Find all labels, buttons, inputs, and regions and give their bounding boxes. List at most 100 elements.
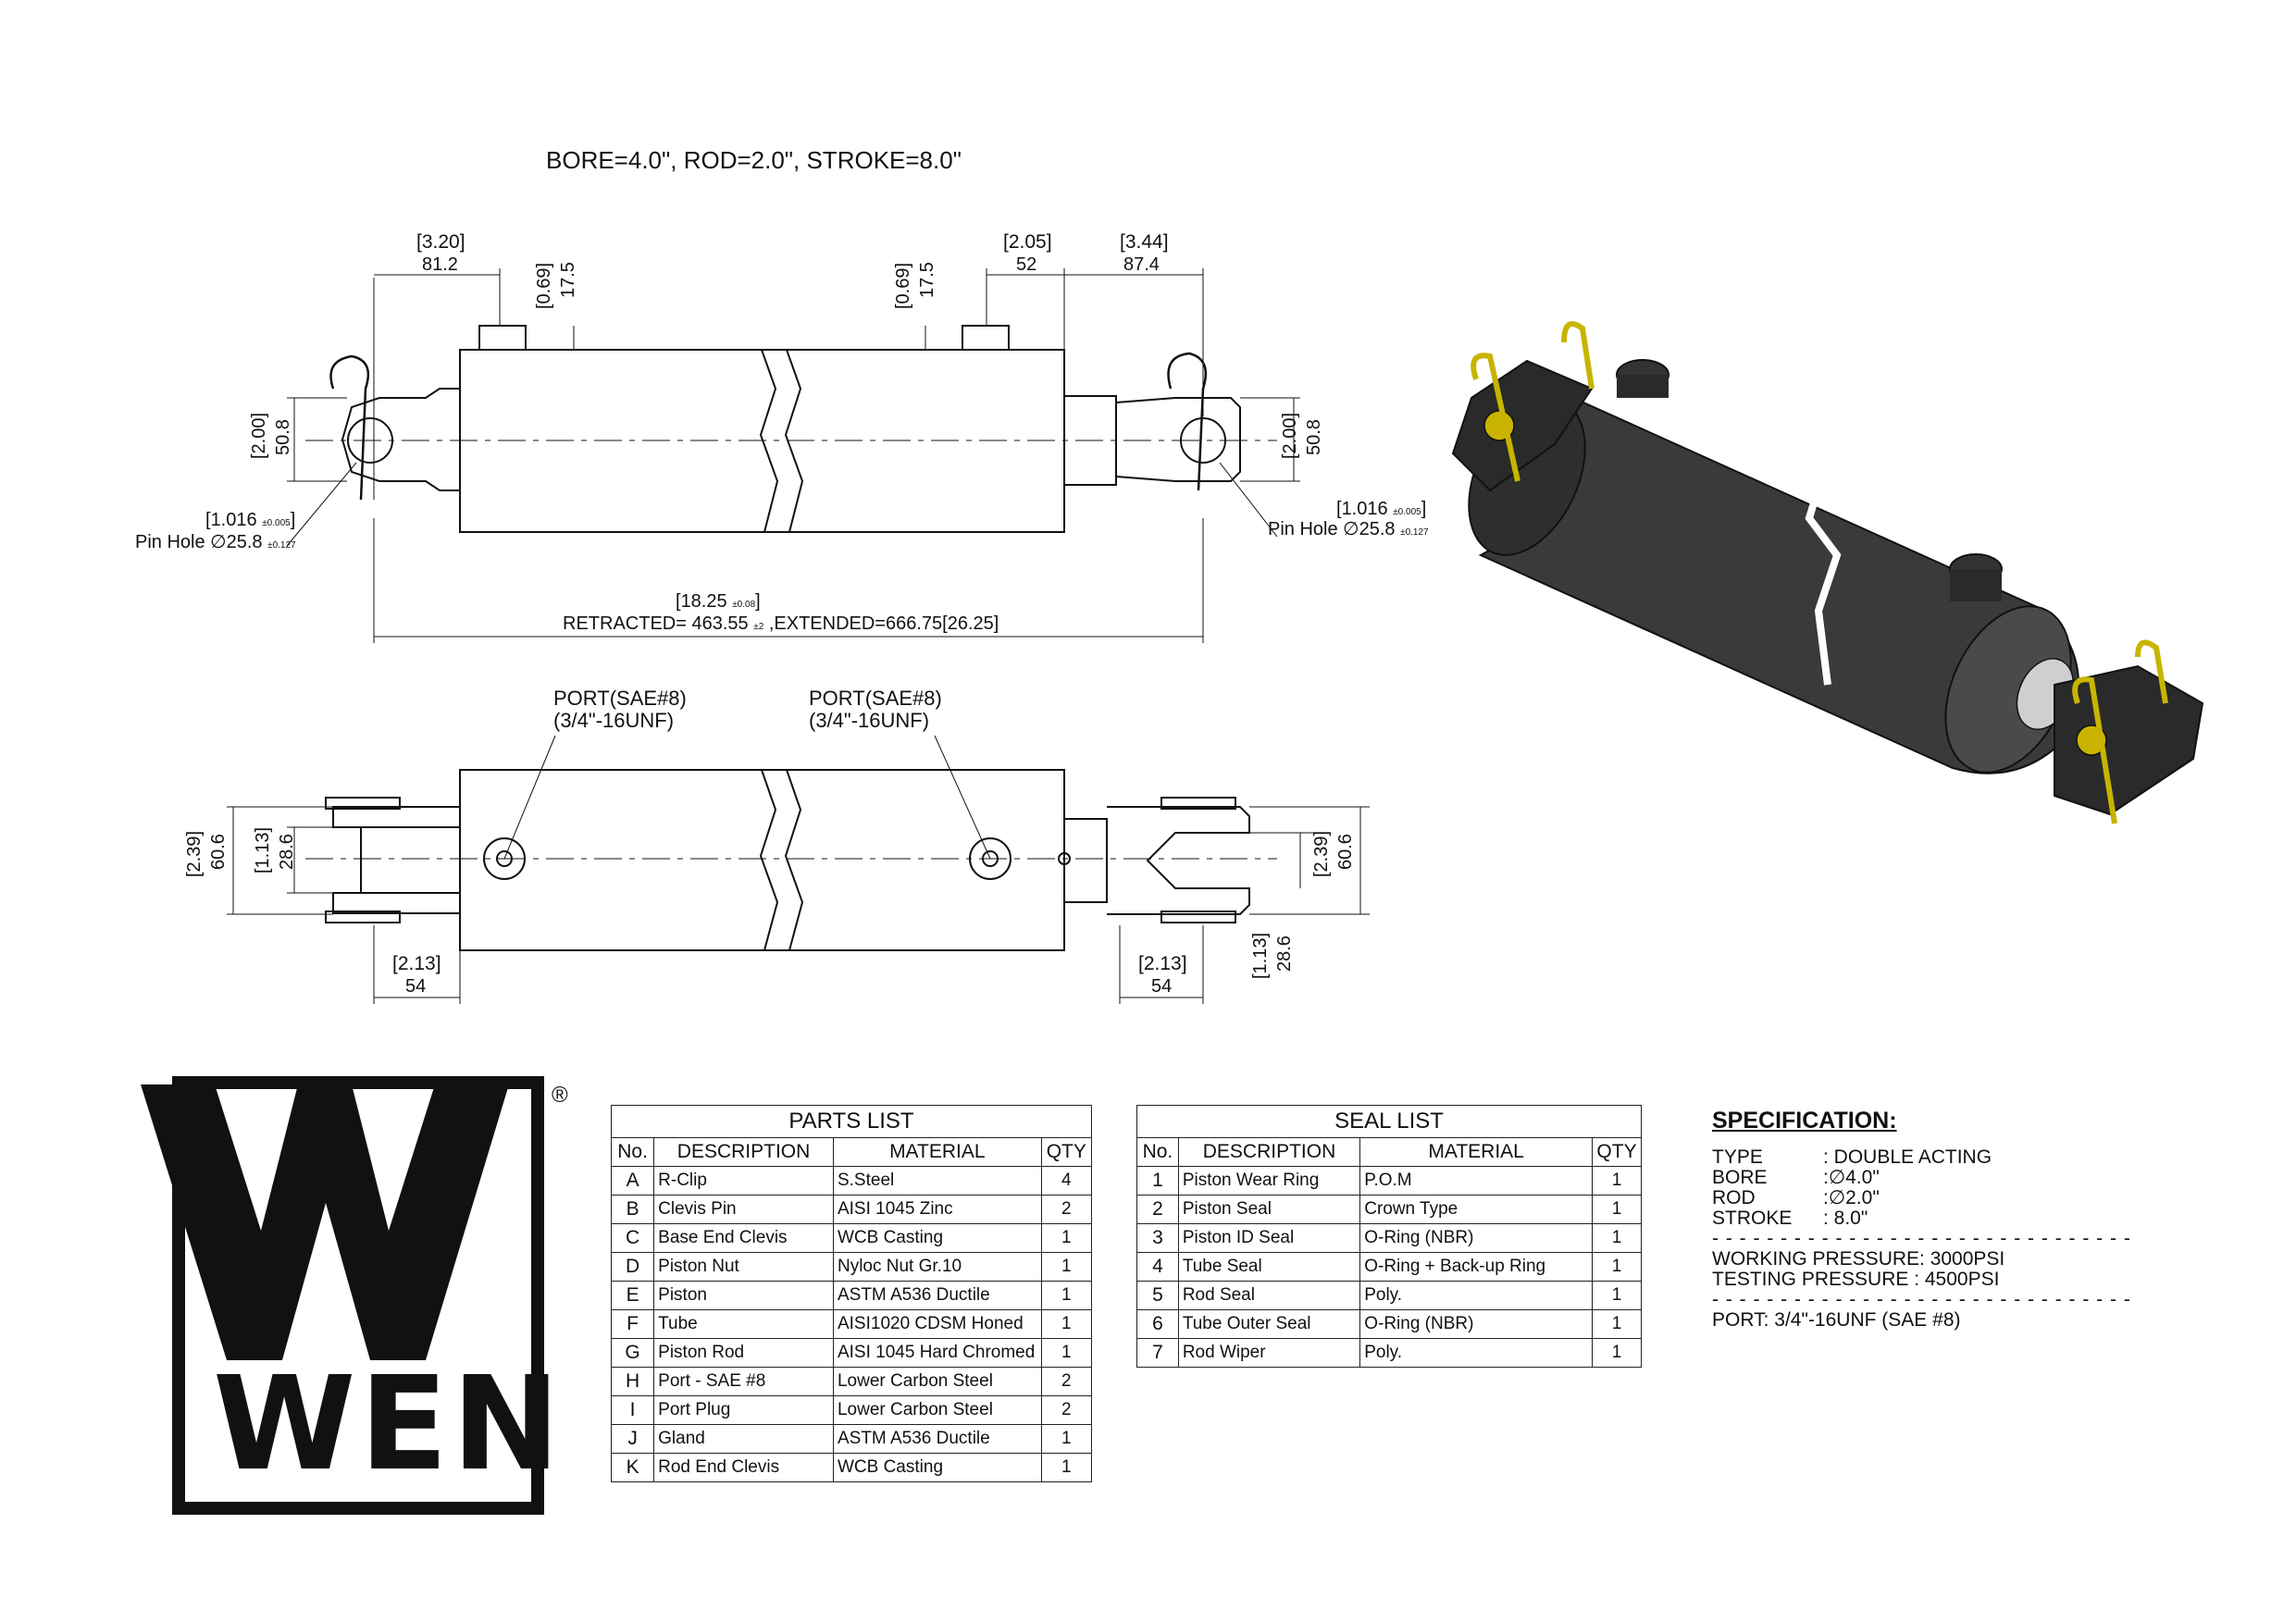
dim-height-in-right: [2.00]: [1280, 412, 1300, 459]
pin-in-left: [1.016 ±0.005]: [205, 510, 296, 530]
parts-cell-material: ASTM A536 Ductile: [832, 1281, 1042, 1310]
seal-header-no: No.: [1136, 1137, 1179, 1167]
spec-row: STROKE : 8.0": [1712, 1208, 2131, 1229]
parts-cell-no: B: [610, 1195, 655, 1224]
parts-cell-description: Rod End Clevis: [653, 1453, 834, 1482]
dim-height-mm-left: 50.8: [273, 419, 293, 455]
parts-header-material: MATERIAL: [832, 1137, 1042, 1167]
seal-cell-description: Piston ID Seal: [1177, 1223, 1361, 1253]
seal-cell-qty: 1: [1592, 1166, 1642, 1196]
parts-cell-no: F: [610, 1309, 655, 1339]
dim-port-h-in-left: [0.69]: [534, 262, 554, 309]
parts-cell-qty: 1: [1040, 1309, 1093, 1339]
parts-cell-no: I: [610, 1395, 655, 1425]
spec-title: SPECIFICATION:: [1712, 1108, 1897, 1134]
parts-cell-description: Tube: [653, 1309, 834, 1339]
spec-value: :∅4.0": [1823, 1167, 1880, 1188]
parts-cell-no: A: [610, 1166, 655, 1196]
parts-cell-material: Lower Carbon Steel: [832, 1395, 1042, 1425]
parts-cell-no: K: [610, 1453, 655, 1482]
dim-retracted: RETRACTED= 463.55 ±2 ,EXTENDED=666.75[26…: [563, 613, 999, 634]
seal-cell-material: Poly.: [1359, 1338, 1594, 1368]
dim-length-in: [18.25 ±0.08]: [676, 591, 761, 612]
top-view: [286, 268, 1300, 643]
parts-cell-qty: 2: [1040, 1195, 1093, 1224]
spec-key: STROKE: [1712, 1208, 1793, 1229]
parts-cell-material: S.Steel: [832, 1166, 1042, 1196]
parts-list-title: PARTS LIST: [611, 1105, 1092, 1137]
bottom-view: [227, 735, 1370, 1004]
parts-cell-description: Base End Clevis: [653, 1223, 834, 1253]
dim-clevis-w-mm-left: 60.6: [208, 834, 229, 870]
parts-cell-qty: 2: [1040, 1395, 1093, 1425]
spec-key: BORE: [1712, 1167, 1768, 1188]
seal-cell-no: 4: [1136, 1252, 1179, 1282]
parts-cell-qty: 1: [1040, 1252, 1093, 1282]
parts-cell-description: Clevis Pin: [653, 1195, 834, 1224]
parts-cell-qty: 2: [1040, 1367, 1093, 1396]
spec-row: ROD :∅2.0": [1712, 1188, 2131, 1208]
spec-value: : DOUBLE ACTING: [1823, 1146, 1992, 1168]
dim-top-right-a-in: [2.05]: [1003, 231, 1052, 253]
parts-cell-description: Piston Nut: [653, 1252, 834, 1282]
dim-slot-in-left: [1.13]: [253, 826, 273, 873]
seal-header-description: DESCRIPTION: [1177, 1137, 1361, 1167]
dim-clevis-w-mm-right: 60.6: [1335, 834, 1356, 870]
dim-clevis-d-mm-right: 54: [1151, 976, 1173, 997]
dim-port-h-mm-left: 17.5: [558, 262, 578, 298]
pin-hole-left: Pin Hole ∅25.8 ±0.127: [135, 532, 296, 552]
parts-cell-description: Gland: [653, 1424, 834, 1454]
spec-working-pressure: WORKING PRESSURE: 3000PSI: [1712, 1248, 2005, 1270]
parts-cell-description: Port Plug: [653, 1395, 834, 1425]
parts-cell-qty: 1: [1040, 1453, 1093, 1482]
parts-cell-material: Nyloc Nut Gr.10: [832, 1252, 1042, 1282]
seal-cell-no: 5: [1136, 1281, 1179, 1310]
seal-cell-material: O-Ring (NBR): [1359, 1223, 1594, 1253]
parts-cell-no: J: [610, 1424, 655, 1454]
parts-cell-no: E: [610, 1281, 655, 1310]
port-label-right: PORT(SAE#8): [809, 687, 942, 710]
parts-cell-material: Lower Carbon Steel: [832, 1367, 1042, 1396]
parts-cell-material: WCB Casting: [832, 1223, 1042, 1253]
seal-cell-qty: 1: [1592, 1309, 1642, 1339]
parts-cell-material: ASTM A536 Ductile: [832, 1424, 1042, 1454]
parts-cell-material: AISI 1045 Zinc: [832, 1195, 1042, 1224]
parts-cell-qty: 1: [1040, 1223, 1093, 1253]
seal-cell-material: Poly.: [1359, 1281, 1594, 1310]
spec-value: : 8.0": [1823, 1208, 1868, 1229]
seal-list-title: SEAL LIST: [1136, 1105, 1642, 1137]
port-label-left: PORT(SAE#8): [553, 687, 687, 710]
seal-cell-description: Rod Wiper: [1177, 1338, 1361, 1368]
spec-key: ROD: [1712, 1187, 1756, 1208]
spec-value: :∅2.0": [1823, 1187, 1880, 1208]
parts-cell-qty: 4: [1040, 1166, 1093, 1196]
seal-cell-material: O-Ring (NBR): [1359, 1309, 1594, 1339]
port-thread-left: (3/4"-16UNF): [553, 709, 675, 732]
seal-cell-qty: 1: [1592, 1338, 1642, 1368]
spec-key: TYPE: [1712, 1146, 1763, 1168]
seal-cell-no: 3: [1136, 1223, 1179, 1253]
parts-cell-description: R-Clip: [653, 1166, 834, 1196]
dim-port-h-mm-right: 17.5: [917, 262, 937, 298]
seal-cell-material: O-Ring + Back-up Ring: [1359, 1252, 1594, 1282]
dim-clevis-d-in-right: [2.13]: [1138, 953, 1187, 974]
dim-slot-mm-left: 28.6: [277, 834, 297, 870]
spec-row: TYPE : DOUBLE ACTING: [1712, 1147, 2131, 1168]
parts-cell-material: AISI1020 CDSM Honed: [832, 1309, 1042, 1339]
parts-cell-material: WCB Casting: [832, 1453, 1042, 1482]
seal-cell-no: 7: [1136, 1338, 1179, 1368]
